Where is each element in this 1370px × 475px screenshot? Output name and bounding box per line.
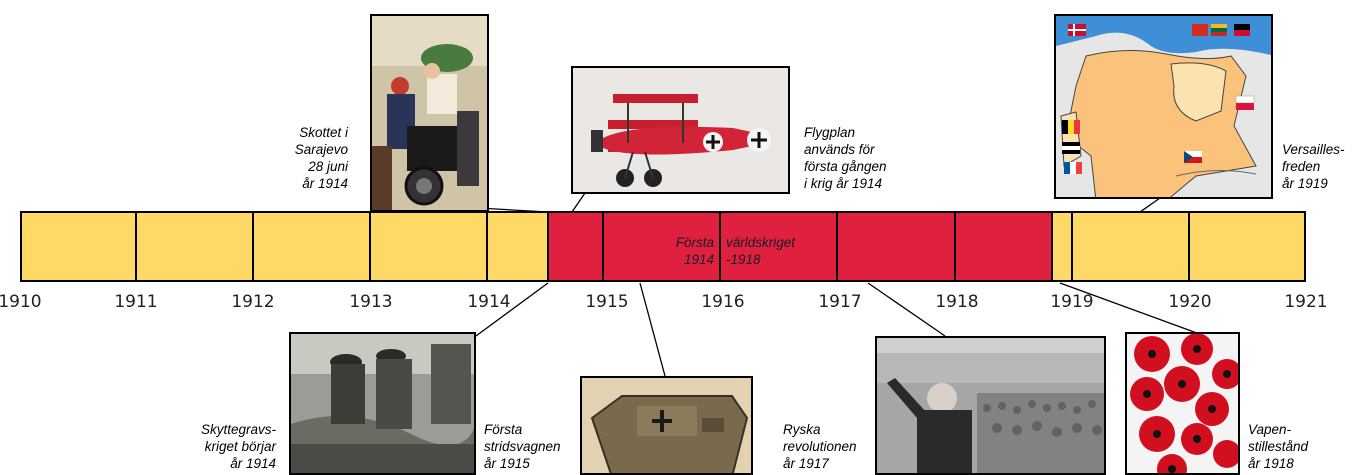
connector-tank <box>639 282 666 377</box>
flight-image <box>571 66 790 194</box>
caption-tank: Första stridsvagnen år 1915 <box>484 422 561 471</box>
caption-revolution: Ryska revolutionen år 1917 <box>783 422 857 471</box>
trench-image <box>289 332 476 475</box>
poppies-image <box>1125 332 1240 475</box>
connector-revolution <box>867 282 946 337</box>
year-label: 1915 <box>585 292 629 312</box>
segment-1918-peace <box>1051 211 1073 282</box>
segment-1914-peace <box>486 211 549 282</box>
year-label: 1920 <box>1168 292 1212 312</box>
sarajevo-image <box>370 14 489 212</box>
year-label: 1916 <box>701 292 745 312</box>
versailles-map-image <box>1054 14 1273 199</box>
year-label: 1917 <box>818 292 862 312</box>
segment-1914-war <box>547 211 604 282</box>
tank-image <box>580 376 753 475</box>
war-label-left: Första 1914 <box>675 235 714 267</box>
connector-versailles <box>1139 197 1161 213</box>
caption-trench: Skyttegravs- kriget börjar år 1914 <box>200 422 276 471</box>
war-label-right: världskriget -1918 <box>726 235 796 267</box>
connector-armistice <box>1059 282 1206 337</box>
segment-1912 <box>252 211 371 282</box>
revolution-image <box>875 336 1106 475</box>
caption-flight: Flygplan används för första gången i kri… <box>804 125 887 191</box>
segment-1919 <box>1071 211 1190 282</box>
year-label: 1919 <box>1050 292 1094 312</box>
connector-trench <box>475 282 549 337</box>
year-label: 1913 <box>349 292 393 312</box>
year-label: 1914 <box>467 292 511 312</box>
year-label: 1911 <box>114 292 158 312</box>
year-label: 1910 <box>0 292 42 312</box>
caption-sarajevo: Skottet i Sarajevo 28 juni år 1914 <box>294 125 348 191</box>
segment-1910 <box>20 211 137 282</box>
year-label: 1918 <box>935 292 979 312</box>
caption-versailles: Versailles- freden år 1919 <box>1282 142 1345 191</box>
segment-1913 <box>369 211 488 282</box>
segment-1917 <box>836 211 956 282</box>
caption-armistice: Vapen- stillestånd år 1918 <box>1248 422 1309 471</box>
year-label: 1921 <box>1284 292 1328 312</box>
segment-1911 <box>135 211 254 282</box>
segment-1918 <box>954 211 1053 282</box>
segment-1920 <box>1188 211 1306 282</box>
connector-flight <box>571 192 586 213</box>
year-label: 1912 <box>231 292 275 312</box>
